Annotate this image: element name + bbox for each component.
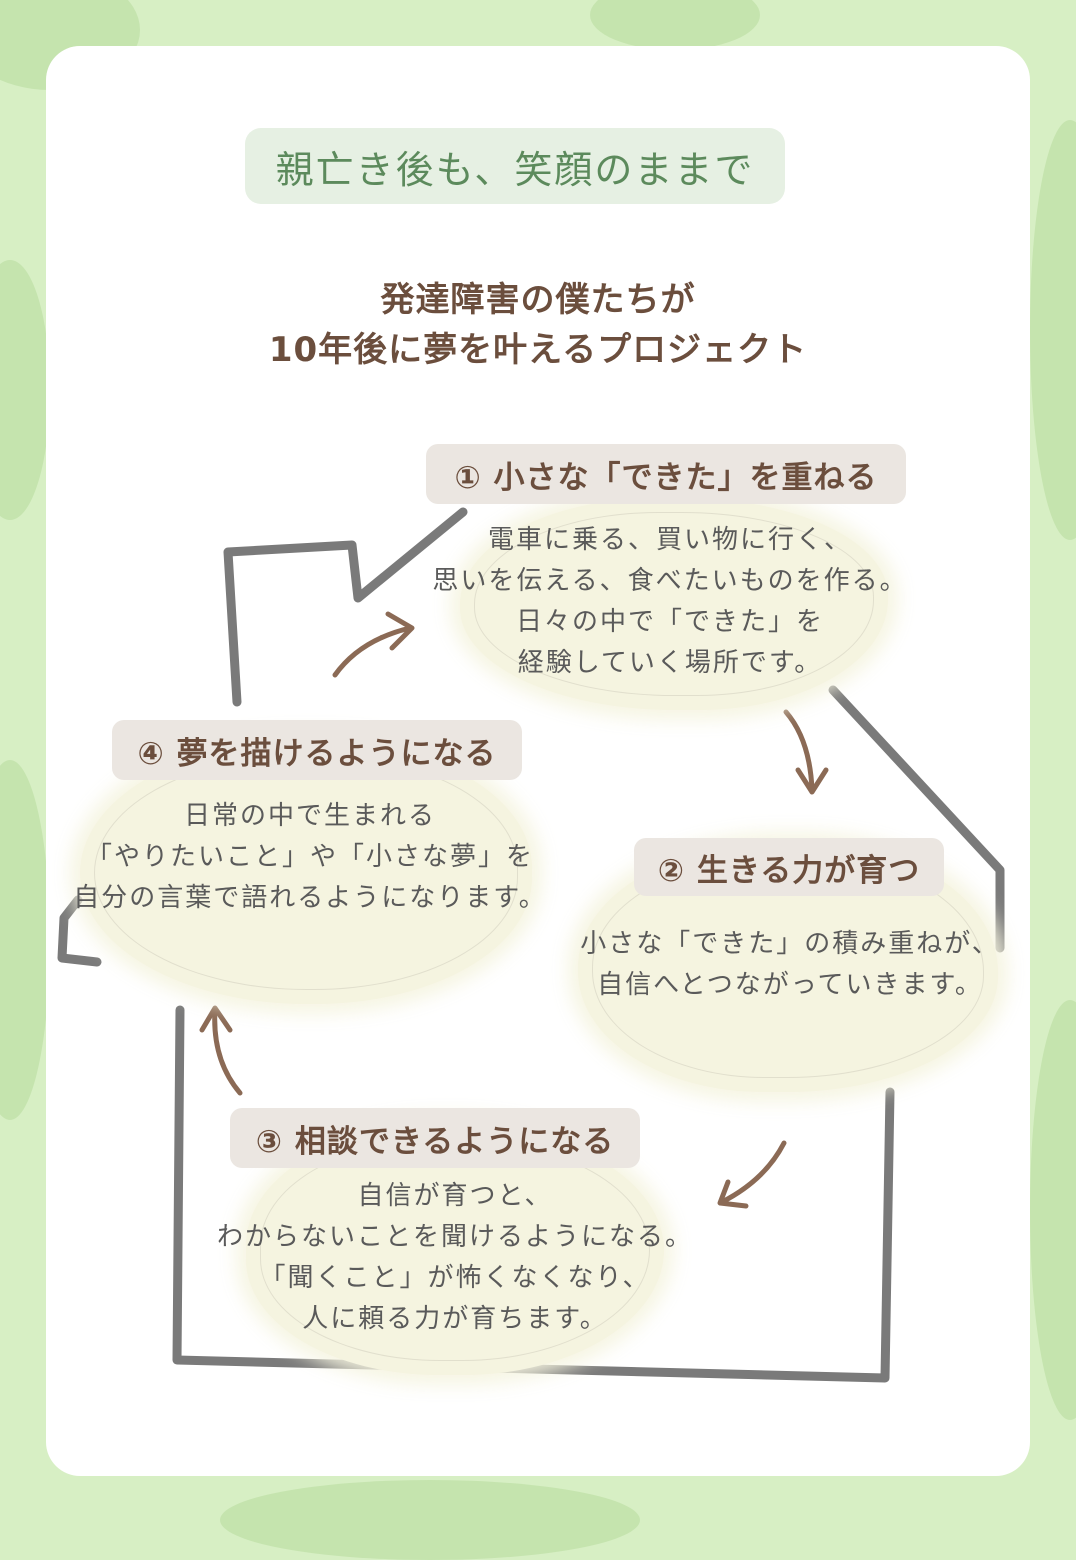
step-1-line: 思いを伝える、食べたいものを作る。 [432, 566, 908, 596]
step-3-label: ③ 相談できるようになる [255, 1123, 615, 1160]
step-4-line: 自分の言葉で語れるようになります。 [73, 883, 547, 913]
house-outline-icon [57, 507, 1005, 1383]
step-3-line: 人に頼る力が育ちます。 [302, 1304, 608, 1334]
step-1-description: 電車に乗る、買い物に行く、 思いを伝える、食べたいものを作る。 日々の中で「でき… [400, 520, 940, 684]
step-4-bubble [80, 742, 532, 1004]
step-2-heading: ② 生きる力が育つ [634, 838, 944, 896]
step-4-line: 日常の中で生まれる [183, 801, 436, 831]
step-3-description: 自信が育つと、 わからないことを聞けるようになる。 「聞くこと」が怖くなくなり、… [195, 1176, 715, 1340]
step-4-heading: ④ 夢を描けるようになる [112, 720, 522, 780]
step-2-label: ② 生きる力が育つ [657, 852, 921, 889]
step-1-bubble [460, 498, 888, 710]
step-3-heading: ③ 相談できるようになる [230, 1108, 640, 1168]
step-1-line: 電車に乗る、買い物に行く、 [487, 525, 852, 555]
page-title-line-1: 発達障害の僕たちが [380, 280, 696, 320]
step-4-description: 日常の中で生まれる 「やりたいこと」や「小さな夢」を 自分の言葉で語れるようにな… [60, 796, 560, 919]
step-1-line: 経験していく場所です。 [517, 648, 823, 678]
step-1-label: ① 小さな「できた」を重ねる [454, 459, 878, 496]
subtitle-badge: 親亡き後も、笑顔のままで [245, 128, 785, 204]
step-2-description: 小さな「できた」の積み重ねが、 自信へとつながっていきます。 [574, 924, 1006, 1006]
step-2-line: 小さな「できた」の積み重ねが、 [580, 929, 1000, 959]
subtitle-text: 親亡き後も、笑顔のままで [275, 147, 755, 192]
house-outline-path [57, 507, 1005, 1383]
step-1-line: 日々の中で「できた」を [515, 607, 824, 637]
step-2-line: 自信へとつながっていきます。 [597, 970, 983, 1000]
step-1-heading: ① 小さな「できた」を重ねる [426, 444, 906, 504]
cycle-arrow-icon [199, 611, 829, 1209]
step-3-line: 「聞くこと」が怖くなくなり、 [259, 1263, 651, 1293]
step-4-line: 「やりたいこと」や「小さな夢」を [85, 842, 534, 872]
step-4-label: ④ 夢を描けるようになる [137, 735, 497, 772]
page-title-line-2: 10年後に夢を叶えるプロジェクト [268, 330, 808, 370]
step-3-line: 自信が育つと、 [357, 1181, 553, 1211]
step-3-line: わからないことを聞けるようになる。 [216, 1222, 693, 1252]
